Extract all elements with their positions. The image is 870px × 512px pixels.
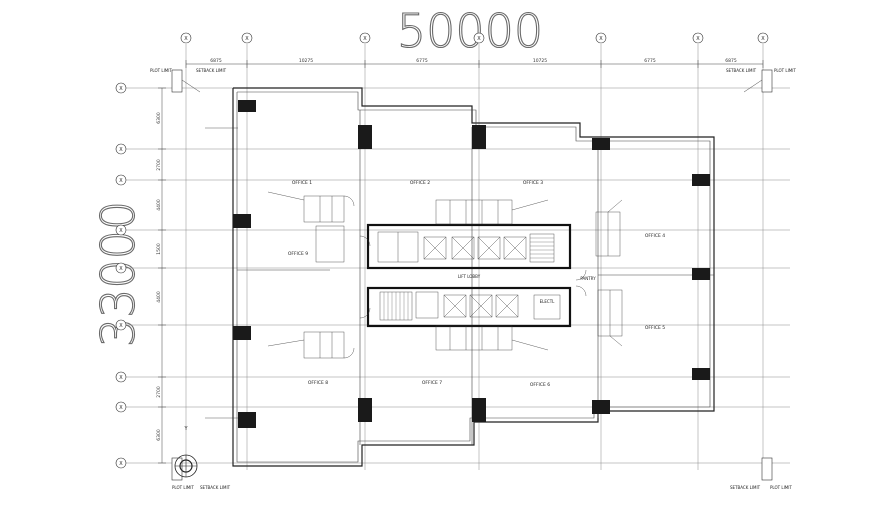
office-7-label: OFFICE 7	[422, 380, 442, 386]
office-4-label: OFFICE 4	[645, 233, 665, 239]
grid-bubble-label: X	[119, 323, 123, 329]
plot-limit-label-tr: PLOT LIMIT	[774, 68, 796, 73]
grid-bubble-label: X	[761, 36, 765, 42]
left-span-6: 2700	[156, 386, 162, 398]
grid-bubble-label: X	[599, 36, 603, 42]
vertical-grid-lines	[185, 44, 764, 470]
setback-limit-label-bl: SETBACK LIMIT	[200, 485, 231, 490]
overall-width-dimension: 50000	[397, 4, 543, 58]
office-9-label: OFFICE 9	[288, 251, 308, 257]
axis-y-label: Y	[183, 426, 188, 432]
grid-bubble-label: X	[477, 36, 481, 42]
top-span-2: 10275	[299, 58, 313, 64]
grid-bubble-label: X	[184, 36, 188, 42]
grid-bubble-label: X	[119, 228, 123, 234]
office-1-label: OFFICE 1	[292, 180, 312, 186]
left-span-5: 4400	[156, 291, 162, 303]
office-8-label: OFFICE 8	[308, 380, 328, 386]
left-span-4: 1500	[156, 243, 162, 255]
office-2-label: OFFICE 2	[410, 180, 430, 186]
left-span-3: 4400	[156, 199, 162, 211]
left-dimension-chain: 6300 2700 4400 1500 4400 2700 6300	[156, 87, 166, 464]
setback-limit-label-tr: SETBACK LIMIT	[726, 68, 757, 73]
axis-symbol: Y	[174, 426, 198, 478]
grid-bubble-label: X	[119, 86, 123, 92]
pantry-label: PANTRY	[580, 276, 596, 281]
office-6-label: OFFICE 6	[530, 382, 550, 388]
electrical-room-label: ELECTL	[540, 299, 556, 304]
grid-bubble-label: X	[119, 461, 123, 467]
plot-limit-label-tl: PLOT LIMIT	[150, 68, 172, 73]
plot-limit-label-bl: PLOT LIMIT	[172, 485, 194, 490]
left-span-2: 2700	[156, 159, 162, 171]
left-grid-bubbles: X X X X X X X X X	[115, 82, 127, 469]
top-span-6: 6875	[725, 58, 737, 64]
top-span-4: 10725	[533, 58, 547, 64]
grid-bubble-label: X	[119, 147, 123, 153]
top-grid-bubbles: X X X X X X X	[180, 32, 769, 44]
lift-lobby-label: LIFT LOBBY	[458, 274, 481, 279]
plot-limit-label-br: PLOT LIMIT	[770, 485, 792, 490]
structural-columns	[233, 100, 710, 428]
grid-bubble-label: X	[119, 375, 123, 381]
grid-bubble-label: X	[119, 178, 123, 184]
top-span-5: 6775	[644, 58, 656, 64]
office-3-label: OFFICE 3	[523, 180, 543, 186]
grid-bubble-label: X	[363, 36, 367, 42]
grid-bubble-label: X	[119, 266, 123, 272]
building-outline	[232, 87, 715, 467]
grid-bubble-label: X	[119, 405, 123, 411]
grid-bubble-label: X	[696, 36, 700, 42]
central-core: ELECTL LIFT LOBBY	[366, 223, 572, 328]
setback-limit-label-tl: SETBACK LIMIT	[196, 68, 227, 73]
top-span-1: 6875	[210, 58, 222, 64]
left-span-7: 6300	[156, 429, 162, 441]
service-clusters	[205, 127, 623, 419]
setback-limit-label-br: SETBACK LIMIT	[730, 485, 761, 490]
top-dimension-chain: 6875 10275 6775 10725 6775 6875	[185, 58, 764, 68]
top-span-3: 6775	[416, 58, 428, 64]
room-labels: OFFICE 1 OFFICE 2 OFFICE 3 OFFICE 4 OFFI…	[288, 180, 665, 388]
limit-markers: PLOT LIMIT SETBACK LIMIT PLOT LIMIT SETB…	[150, 68, 796, 490]
office-5-label: OFFICE 5	[645, 325, 665, 331]
grid-bubble-label: X	[245, 36, 249, 42]
left-span-1: 6300	[156, 112, 162, 124]
